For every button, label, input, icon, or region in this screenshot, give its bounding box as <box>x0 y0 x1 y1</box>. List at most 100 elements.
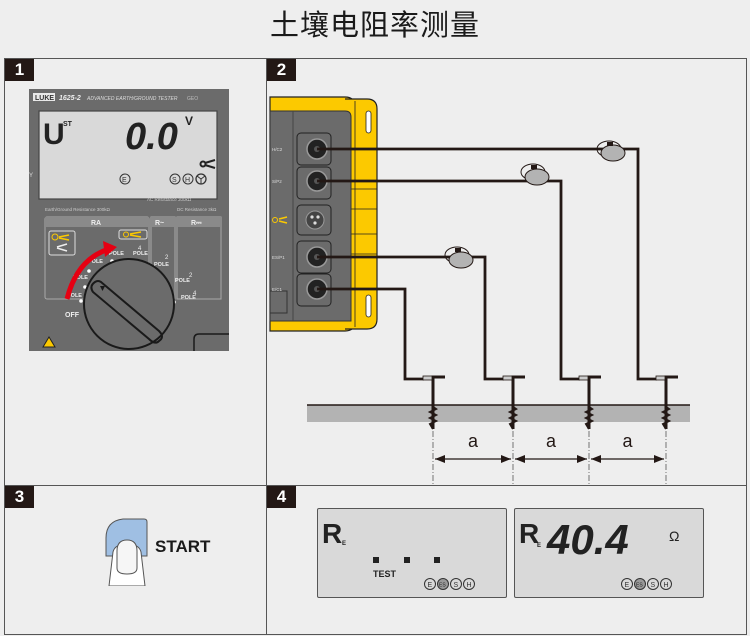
svg-text:H: H <box>664 582 669 589</box>
warning-icon <box>42 336 56 348</box>
off-label: OFF <box>65 312 80 319</box>
spacing-label: a <box>546 431 557 451</box>
indicator-h: H <box>660 578 672 590</box>
svg-text:ES: ES <box>636 583 643 589</box>
progress-dot <box>404 557 410 563</box>
pole-ac-label: POLE <box>154 262 169 268</box>
svg-text:H: H <box>185 177 190 184</box>
model-suffix: GEO <box>187 96 198 102</box>
test-leads <box>317 147 657 381</box>
step-badge: 2 <box>267 59 296 81</box>
svg-text:E: E <box>625 582 630 589</box>
progress-dot <box>434 557 440 563</box>
indicator-es: ES <box>634 578 646 590</box>
tab-r-ac: R~ <box>155 220 164 227</box>
lcd-indicator-y-icon <box>195 173 207 185</box>
spacing-dimension: a <box>515 431 587 463</box>
pole-3-label: POLE <box>109 251 124 257</box>
step-badge: 1 <box>5 59 34 81</box>
start-button[interactable] <box>101 516 151 586</box>
section-dc-label: DC Resistance 3kΩ <box>177 207 217 212</box>
svg-text:H: H <box>467 582 472 589</box>
terminal-label: E/C1 <box>272 287 283 292</box>
step-badge: 4 <box>267 486 296 508</box>
svg-text:POLE: POLE <box>67 293 82 299</box>
display-status: TEST <box>373 569 397 579</box>
section-ac-label: AC Resistance 300kΩ <box>147 197 192 202</box>
svg-text:S: S <box>651 582 656 589</box>
lcd-indicator-e: E <box>119 173 131 185</box>
clamp-selective-icon <box>48 230 76 256</box>
step-4-panel: 4 R E TEST E ES S H R E 40.4 Ω E ES S H <box>266 485 747 635</box>
lcd-value: 0.0 <box>125 116 178 158</box>
terminal-label: H/C2 <box>272 147 283 152</box>
svg-text:Y: Y <box>29 173 33 179</box>
svg-text:S: S <box>172 177 177 184</box>
display-sub: E <box>342 541 346 547</box>
svg-text:E: E <box>122 177 127 184</box>
terminal-label: ES/P1 <box>272 255 285 260</box>
indicator-s: S <box>450 578 462 590</box>
lcd-indicator-s: S <box>169 173 181 185</box>
clamp-stakeless-icon <box>118 229 148 240</box>
ground-layer <box>307 405 690 422</box>
model-desc: ADVANCED EARTH/GROUND TESTER <box>86 96 178 102</box>
svg-text:4: 4 <box>138 246 142 252</box>
step-3-panel: 3 START <box>4 485 267 635</box>
terminal-clamp-port <box>272 204 332 236</box>
pole-4-label: POLE <box>133 251 148 257</box>
display-symbol: R <box>322 518 342 549</box>
spacing-label: a <box>623 431 634 451</box>
display-result: R E 40.4 Ω E ES S H <box>514 508 704 598</box>
rotary-dial[interactable] <box>83 258 175 350</box>
display-unit: Ω <box>669 528 679 544</box>
svg-text:4: 4 <box>193 291 197 297</box>
step-badge: 3 <box>5 486 34 508</box>
display-testing: R E TEST E ES S H <box>317 508 507 598</box>
lcd-mode-sub: ST <box>63 121 73 128</box>
rotate-arrow-icon <box>64 246 110 300</box>
meter-illustration: LUKE 1625-2 ADVANCED EARTH/GROUND TESTER… <box>29 89 229 351</box>
svg-text:E: E <box>428 582 433 589</box>
tab-r-dc: R⎓ <box>191 220 202 227</box>
brand-text: LUKE <box>35 95 54 102</box>
svg-text:POLE: POLE <box>73 275 88 281</box>
spacing-dimension: a <box>435 431 511 463</box>
terminal-label: S/P2 <box>272 179 282 184</box>
display-symbol: R <box>519 518 539 549</box>
display-value: 40.4 <box>546 516 629 563</box>
clamp-icon <box>278 216 288 224</box>
section-earth-label: Earth/Ground Resistance 300kΩ <box>45 207 111 212</box>
display-sub: E <box>537 543 541 549</box>
spacing-label: a <box>468 431 479 451</box>
terminal-es-p1: ES/P1 <box>272 240 332 274</box>
dial-knob <box>90 280 163 344</box>
step-2-panel: 2 H/C2 S/P2 <box>266 58 747 486</box>
progress-dot <box>373 557 379 563</box>
indicator-s: S <box>647 578 659 590</box>
indicator-e: E <box>424 578 436 590</box>
indicator-h: H <box>463 578 475 590</box>
svg-text:2: 2 <box>165 255 169 261</box>
tab-ra: RA <box>91 220 101 227</box>
cable-reel-2 <box>520 163 550 186</box>
model-text: 1625-2 <box>59 95 81 102</box>
cable-reel-3 <box>444 246 474 269</box>
clamp-icon <box>199 159 216 169</box>
brand-logo <box>33 93 55 101</box>
page-title: 土壤电阻率测量 <box>269 8 480 42</box>
ground-electrode <box>422 375 445 430</box>
ground-electrode <box>578 375 601 430</box>
start-label: START <box>155 537 211 556</box>
pole-dc2-label: POLE <box>175 278 190 284</box>
cable-reel-1 <box>596 140 626 162</box>
svg-text:S: S <box>454 582 459 589</box>
step-1-panel: 1 LUKE 1625-2 ADVANCED EARTH/GROUND TEST… <box>4 58 267 486</box>
spacing-dimension: a <box>591 431 664 463</box>
terminal-h-c2: H/C2 <box>272 132 332 166</box>
lcd-unit: V <box>185 114 193 128</box>
pole-dc4-label: POLE <box>181 295 196 301</box>
svg-text:2: 2 <box>189 273 193 279</box>
lcd-indicator-h: H <box>182 173 194 185</box>
ground-electrode <box>502 375 525 430</box>
